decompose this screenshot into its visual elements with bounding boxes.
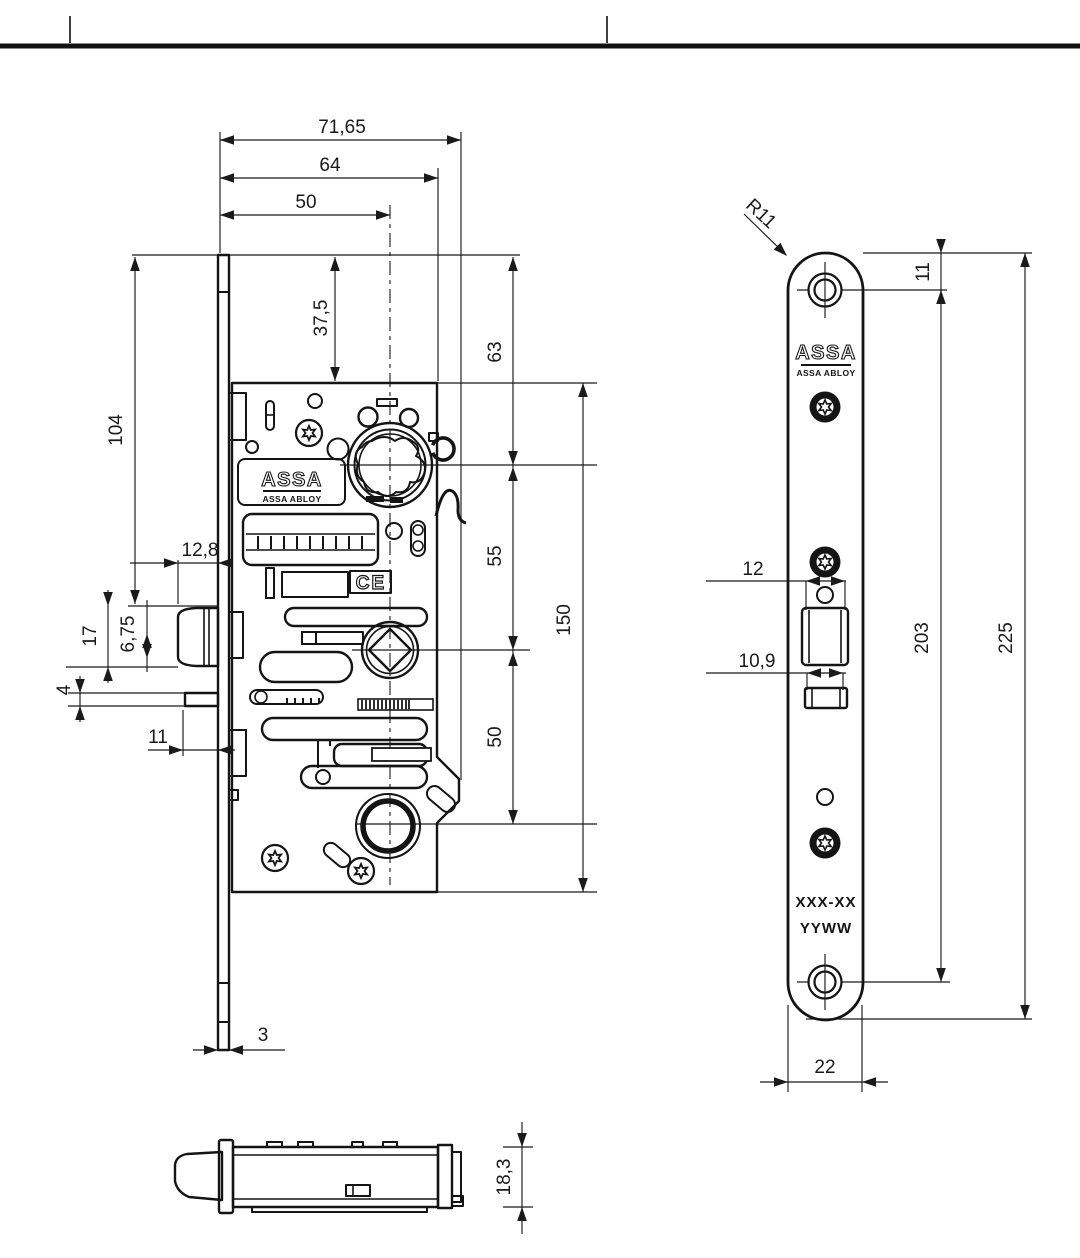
- torx-screw-icon: [296, 420, 322, 446]
- svg-text:64: 64: [319, 155, 341, 176]
- dim-latch-projection: 12,8: [130, 540, 232, 568]
- model-marking: XXX-XX: [795, 894, 856, 911]
- svg-text:6,75: 6,75: [118, 616, 139, 653]
- adjust-hole: [816, 586, 834, 604]
- case-upper-details: [245, 393, 420, 461]
- date-marking: YYWW: [800, 920, 852, 937]
- dim-depth: 18,3: [494, 1122, 533, 1234]
- maze-cutout: [260, 716, 432, 790]
- dim-follower-to-hub: 50: [485, 650, 518, 824]
- svg-text:10,9: 10,9: [739, 651, 776, 672]
- bottom-screw-hole: [807, 954, 843, 1010]
- follower-area: [258, 606, 429, 684]
- slider-detail: [249, 689, 324, 705]
- dim-top-to-cylinder: 63: [485, 257, 518, 465]
- logo-plate-side: ASSA ASSA ABLOY: [237, 458, 346, 506]
- dim-latch-width: 12: [706, 559, 846, 586]
- deadlock-pin-front: [803, 686, 849, 710]
- deadlock-pin-side: [183, 691, 220, 708]
- svg-text:R11: R11: [741, 195, 780, 233]
- dim-top-to-latch: 104: [106, 257, 140, 604]
- dim-corner-radius: R11: [741, 195, 791, 260]
- faceplate-front: [786, 251, 865, 1022]
- svg-text:63: 63: [485, 341, 506, 362]
- lower-hole: [816, 788, 834, 806]
- svg-text:22: 22: [814, 1057, 835, 1078]
- torx-screw-icon: [348, 858, 374, 884]
- svg-text:225: 225: [996, 622, 1017, 654]
- svg-text:12,8: 12,8: [182, 540, 219, 561]
- dim-case-width: 64: [220, 155, 438, 183]
- dim-hole-spacing: 203: [912, 290, 946, 982]
- guide-pin: [385, 520, 426, 557]
- logo-plate-front: ASSA ASSA ABLOY: [795, 341, 857, 378]
- angled-slot: [425, 785, 457, 813]
- dim-plate-width: 22: [760, 1057, 888, 1087]
- svg-text:3: 3: [258, 1025, 269, 1046]
- latch-bolt-side: [176, 606, 220, 668]
- dim-cylinder-to-follower: 55: [485, 465, 518, 650]
- torx-screw-icon: [810, 547, 841, 578]
- svg-text:50: 50: [295, 192, 316, 213]
- sheet-border: [0, 16, 1080, 49]
- retaining-clip: [428, 432, 456, 462]
- dim-top-offset: 37,5: [311, 257, 340, 381]
- dim-total-height: 225: [996, 253, 1030, 1019]
- svg-text:11: 11: [148, 727, 168, 748]
- svg-text:12: 12: [742, 559, 763, 580]
- assa-abloy-text: ASSA ABLOY: [796, 368, 855, 378]
- ce-mark-text: CE: [356, 573, 386, 594]
- case-bottom: [231, 1141, 464, 1213]
- side-view: ASSA ASSA ABLOY: [54, 117, 597, 1055]
- bottom-fasteners: [262, 841, 374, 884]
- svg-text:104: 104: [106, 414, 127, 446]
- lower-hub: [355, 793, 421, 859]
- svg-text:37,5: 37,5: [311, 300, 332, 337]
- latch-bolt-front: [800, 606, 850, 667]
- svg-text:203: 203: [912, 622, 933, 654]
- svg-text:11: 11: [913, 262, 934, 282]
- torx-screw-icon: [262, 845, 288, 871]
- dim-bolt-height: 4: [54, 676, 85, 722]
- spring-pack: [241, 512, 380, 567]
- spring-wire: [434, 488, 467, 525]
- dim-faceplate-thickness: 3: [193, 1025, 285, 1055]
- torx-screw-icon: [810, 828, 841, 859]
- latch-head-bottom: [173, 1150, 224, 1202]
- side-view-extension-lines: [66, 132, 597, 893]
- svg-text:150: 150: [554, 604, 575, 636]
- dim-total-width: 71,65: [220, 117, 461, 145]
- assa-logo-text: ASSA: [261, 469, 323, 491]
- dim-backset: 50: [220, 192, 390, 220]
- svg-text:55: 55: [485, 545, 506, 566]
- label-row: CE: [265, 567, 392, 599]
- bottom-view: 18,3: [173, 1122, 533, 1234]
- svg-text:17: 17: [80, 625, 101, 646]
- dim-bolt-width: 10,9: [706, 651, 846, 678]
- svg-text:50: 50: [485, 726, 506, 747]
- faceplate-side: [216, 253, 231, 1052]
- front-view: R11 ASSA ASSA ABLOY XXX: [706, 195, 1032, 1092]
- svg-text:4: 4: [54, 684, 75, 695]
- dim-latch-height: 17: [80, 590, 113, 683]
- dim-case-height: 150: [554, 383, 588, 892]
- cylinder-hole: [346, 421, 434, 509]
- svg-text:18,3: 18,3: [494, 1159, 515, 1196]
- torx-screw-icon: [810, 392, 841, 423]
- assa-abloy-text: ASSA ABLOY: [262, 494, 321, 504]
- dim-latch-offset: 6,75: [118, 600, 152, 672]
- dim-bolt-length: 11: [148, 727, 235, 755]
- top-screw-hole: [807, 262, 843, 318]
- hatched-bar: [357, 698, 434, 711]
- svg-text:71,65: 71,65: [318, 117, 366, 138]
- assa-logo-text: ASSA: [795, 342, 857, 364]
